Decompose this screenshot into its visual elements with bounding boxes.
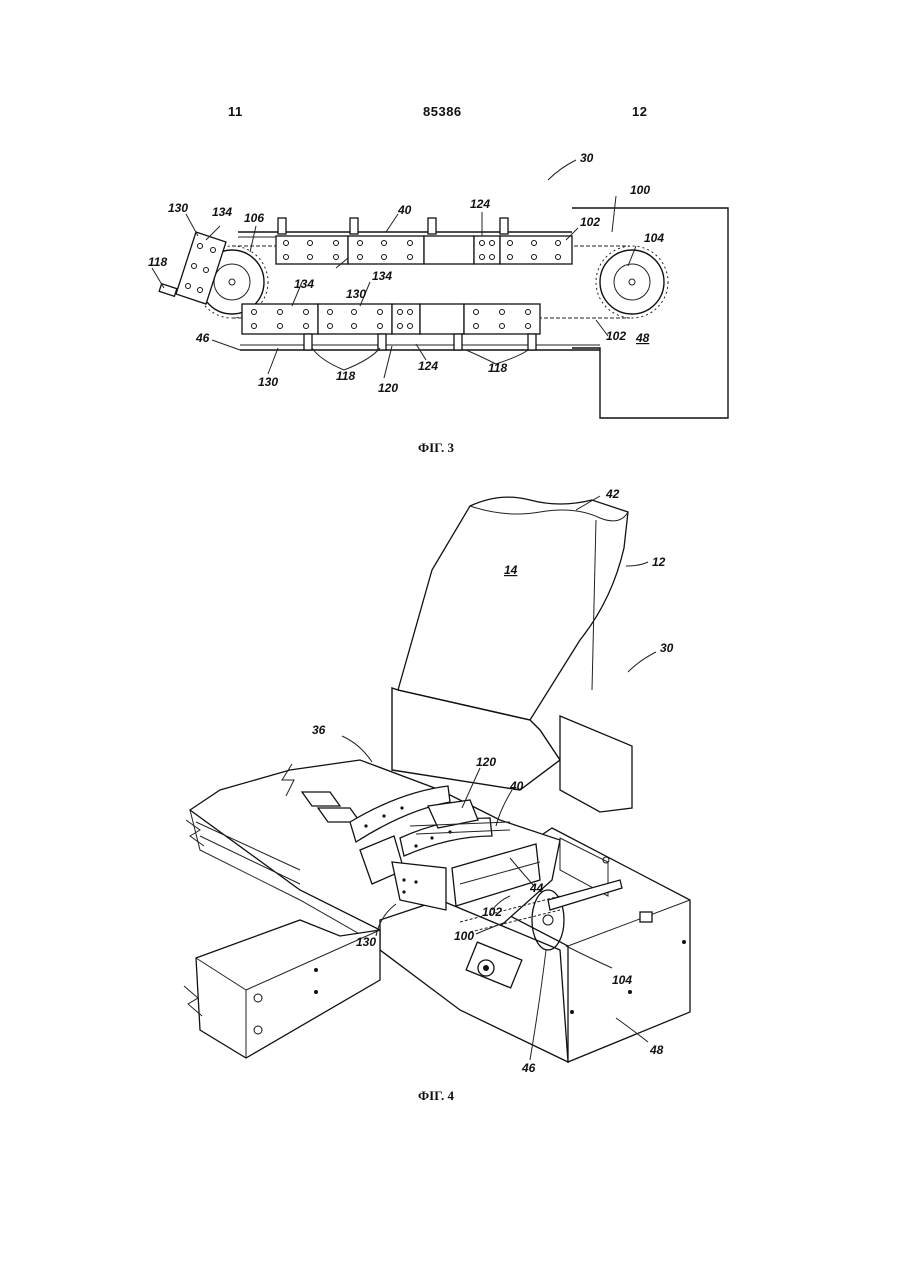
- figure-3-caption: ФІГ. 3: [418, 440, 454, 456]
- figure-3-drawing: 30 100 130 134 106 40 124 102 104 118 13…: [0, 0, 901, 460]
- conveyor-plates: [350, 786, 540, 910]
- label-12: 12: [652, 555, 666, 569]
- label-130-fig4: 130: [356, 935, 376, 949]
- label-42: 42: [605, 487, 620, 501]
- tilted-plate: [159, 232, 226, 304]
- label-30: 30: [580, 151, 594, 165]
- label-104-fig4: 104: [612, 973, 632, 987]
- figure-4-caption: ФІГ. 4: [418, 1088, 454, 1104]
- label-124-bottom: 124: [418, 359, 438, 373]
- top-plates: [276, 218, 572, 264]
- label-120: 120: [378, 381, 398, 395]
- label-48: 48: [635, 331, 650, 345]
- label-118-right: 118: [488, 361, 507, 375]
- label-102-fig4: 102: [482, 905, 502, 919]
- label-130-mid: 130: [346, 287, 366, 301]
- label-48-fig4: 48: [649, 1043, 664, 1057]
- label-134-left: 134: [212, 205, 232, 219]
- break-mark-bottom: [184, 986, 202, 1016]
- label-102-bottom: 102: [606, 329, 626, 343]
- housing-48-box: [460, 716, 690, 1062]
- label-130-bottom: 130: [258, 375, 278, 389]
- label-40: 40: [397, 203, 412, 217]
- label-130-top: 130: [168, 201, 188, 215]
- label-124-top: 124: [470, 197, 490, 211]
- label-14: 14: [504, 563, 518, 577]
- label-134-mid2: 134: [372, 269, 392, 283]
- label-106: 106: [244, 211, 264, 225]
- label-40-fig4: 40: [509, 779, 524, 793]
- front-beam: [196, 920, 380, 1058]
- label-102-top: 102: [580, 215, 600, 229]
- label-120-fig4: 120: [476, 755, 496, 769]
- label-36: 36: [312, 723, 326, 737]
- label-118-left: 118: [148, 255, 167, 269]
- conveyor-body: [190, 760, 560, 980]
- lower-frame: [380, 900, 568, 1062]
- label-118-bottom: 118: [336, 369, 355, 383]
- break-mark-top: [282, 764, 294, 796]
- label-44: 44: [529, 881, 544, 895]
- hopper-chute: [392, 497, 628, 790]
- label-46: 46: [195, 331, 210, 345]
- label-104: 104: [644, 231, 664, 245]
- chain-sprocket: [460, 880, 622, 950]
- label-100: 100: [630, 183, 650, 197]
- bottom-plates: [242, 304, 540, 350]
- label-30-fig4: 30: [660, 641, 674, 655]
- label-100-fig4: 100: [454, 929, 474, 943]
- label-134-mid: 134: [294, 277, 314, 291]
- label-46-fig4: 46: [521, 1061, 536, 1075]
- break-mark-left: [186, 820, 204, 846]
